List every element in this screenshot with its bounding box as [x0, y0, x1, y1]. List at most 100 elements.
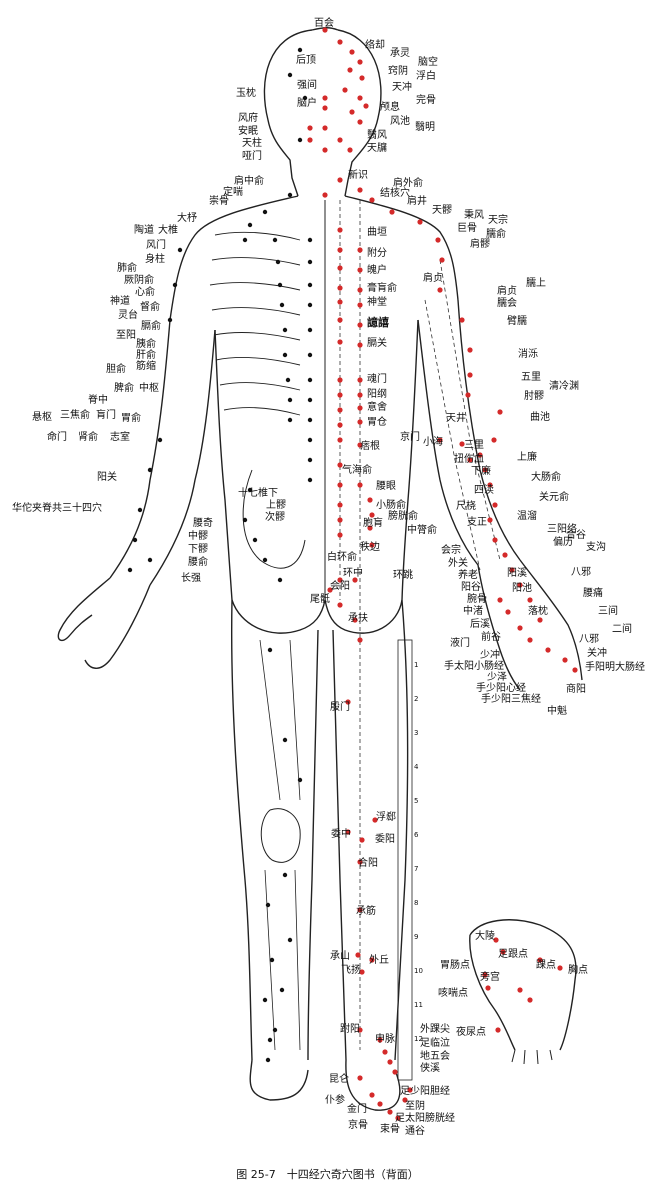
label-pohu: 魄户 — [367, 265, 387, 276]
label-qihaishu: 气海俞 — [342, 465, 372, 476]
label-jianzhongshu: 肩中俞 — [234, 176, 264, 187]
head-right-outline — [337, 29, 382, 197]
acupoint-dot — [337, 137, 343, 143]
label-dushu: 督俞 — [140, 302, 160, 313]
label-xinshu: 心俞 — [135, 287, 155, 298]
label-dingchuan: 定喘 — [223, 187, 243, 198]
label-binao: 臂臑 — [507, 316, 527, 327]
label-diwuhui: 地五会 — [420, 1051, 450, 1062]
acupoint-dot — [337, 392, 343, 398]
reference-dot — [287, 417, 293, 423]
reference-dot — [277, 577, 283, 583]
label-shoushaoyangsj: 手少阳三焦经 — [481, 694, 541, 705]
acupoint-dot — [357, 377, 363, 383]
reference-dot — [252, 537, 258, 543]
label-shugu: 束骨 — [380, 1124, 400, 1135]
label-kunlun: 昆仑 — [329, 1074, 349, 1085]
reference-dot — [242, 517, 248, 523]
ruler-tick-label: 1 — [414, 661, 419, 669]
arm-meridian-2 — [424, 299, 481, 571]
label-zhonglushu: 中膂俞 — [407, 525, 437, 536]
reference-dot — [297, 47, 303, 53]
acupoint-dot — [502, 552, 508, 558]
label-huaidian: 踝点 — [536, 960, 556, 971]
label-chize: 尺桡 — [456, 501, 476, 512]
label-wenliu: 温溜 — [517, 511, 537, 522]
acupoint-dot — [382, 1049, 388, 1055]
acupoint-dot — [342, 87, 348, 93]
label-feiyang: 飞扬 — [341, 965, 361, 976]
label-zulinqi: 足临泣 — [420, 1038, 450, 1049]
reference-dot — [247, 222, 253, 228]
reference-dot — [267, 1037, 273, 1043]
acupoint-dot — [487, 517, 493, 523]
label-huantiao: 环跳 — [393, 570, 413, 581]
acupoint-dot — [467, 347, 473, 353]
acupoint-dot — [357, 247, 363, 253]
label-shenmai: 申脉 — [375, 1034, 395, 1045]
label-pishu: 脾俞 — [114, 383, 134, 394]
acupoint-dot — [387, 1059, 393, 1065]
reference-dot — [282, 327, 288, 333]
label-xiaoluo: 消泺 — [518, 349, 538, 360]
reference-dot — [307, 237, 313, 243]
acupoint-dot — [322, 95, 328, 101]
acupoint-dot — [467, 372, 473, 378]
label-luozhen: 落枕 — [528, 606, 548, 617]
label-naoshu: 臑俞 — [486, 229, 506, 240]
label-banggong: 旁宫 — [480, 972, 500, 983]
label-tianchong: 天冲 — [392, 82, 412, 93]
acupoint-dot — [367, 497, 373, 503]
label-xiaohai: 小海 — [423, 437, 443, 448]
acupoint-dot — [355, 952, 361, 958]
reference-dot — [287, 397, 293, 403]
acupoint-dot — [387, 1109, 393, 1115]
label-pangguangshu: 膀胱俞 — [388, 511, 418, 522]
label-fuyang: 跗阳 — [340, 1024, 360, 1035]
reference-dot — [282, 737, 288, 743]
acupoint-dot — [435, 237, 441, 243]
label-shanglian: 上廉 — [517, 452, 537, 463]
label-yangxi: 阳溪 — [507, 568, 527, 579]
reference-dot — [247, 487, 253, 493]
reference-dot — [265, 902, 271, 908]
label-yaoyan: 腰眼 — [376, 481, 396, 492]
acupoint-dot — [337, 602, 343, 608]
reference-dot — [137, 507, 143, 513]
label-zhongkui: 中魁 — [547, 706, 567, 717]
acupoint-dot — [527, 637, 533, 643]
label-xialian: 下廉 — [471, 466, 491, 477]
label-sanjiaoshu: 三焦俞 — [60, 410, 90, 421]
acupoint-dot — [357, 1027, 363, 1033]
acupoint-dot — [369, 512, 375, 518]
label-houxi: 后溪 — [470, 619, 490, 630]
label-xuanshu: 悬枢 — [32, 412, 52, 423]
label-jiehexue: 结核穴 — [380, 188, 410, 199]
reference-dot — [157, 437, 163, 443]
label-fengfu: 风府 — [238, 113, 258, 124]
label-yixi: 譩譆 — [367, 316, 389, 329]
acupoint-dot — [509, 567, 515, 573]
acupoint-dot — [337, 299, 343, 305]
ruler-tick-label: 7 — [414, 865, 419, 873]
acupoint-dot — [357, 119, 363, 125]
label-weiyang2: 委阳 — [375, 834, 395, 845]
body-outline — [57, 27, 583, 1111]
left-foot — [249, 1059, 309, 1101]
label-shouzeyang: 手太阳小肠经 — [444, 661, 504, 672]
label-baxie: 八邪 — [571, 567, 591, 578]
acupoint-dot — [357, 859, 363, 865]
label-hunmen: 魂门 — [367, 374, 387, 385]
label-zhigou: 支沟 — [586, 542, 606, 553]
label-huatuo: 华佗夹脊共三十四穴 — [12, 503, 102, 514]
label-heyang: 合阳 — [358, 858, 378, 869]
left-leg-outer — [230, 599, 253, 1061]
acupoint-dot — [437, 437, 443, 443]
label-jianliao: 肩髎 — [470, 239, 490, 250]
ruler-tick-label: 6 — [414, 831, 419, 839]
label-shiqizhuixia: 十七椎下 — [238, 488, 278, 499]
label-jinsuo: 筋缩 — [136, 361, 156, 372]
ruler-tick-label: 10 — [414, 967, 423, 975]
label-xiaxi: 侠溪 — [420, 1063, 440, 1074]
reference-dot — [307, 327, 313, 333]
